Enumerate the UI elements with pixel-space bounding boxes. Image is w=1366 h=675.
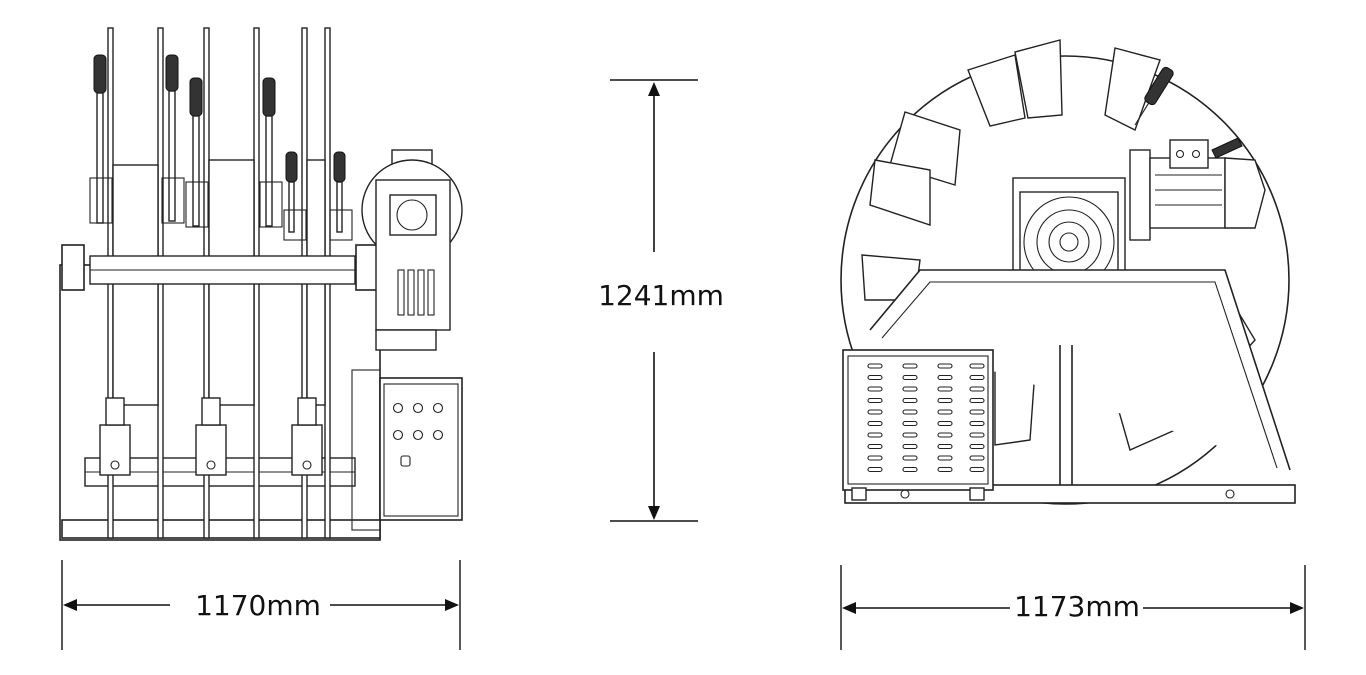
reel-handles <box>93 54 346 233</box>
louver-slot <box>969 363 985 369</box>
louver-slot <box>937 397 953 404</box>
louver-slot <box>867 420 883 427</box>
left-width-dimension: 1170mm <box>61 560 461 650</box>
right-width-dimension: 1173mm <box>840 565 1306 650</box>
louver-slot <box>867 363 883 369</box>
louver-slot <box>937 374 953 381</box>
height-dimension: 1241mm <box>598 79 724 522</box>
louver-slot <box>867 409 883 415</box>
louver-slot <box>867 466 883 473</box>
louver-slot <box>867 374 883 381</box>
reel-handle <box>1134 66 1174 126</box>
louver-slot <box>937 409 953 415</box>
louver-slot <box>902 443 918 450</box>
guide-clamps <box>99 397 323 476</box>
louver-slot <box>902 363 918 369</box>
louver-slot <box>867 397 883 404</box>
louver-slot <box>937 386 953 392</box>
louver-slot <box>902 409 918 415</box>
louver-slot <box>902 455 918 461</box>
louver-slot <box>937 466 953 473</box>
front-view-machine <box>59 27 463 541</box>
louver-slot <box>969 420 985 427</box>
louver-slot <box>902 420 918 427</box>
louver-slot <box>937 420 953 427</box>
louver-slot <box>902 386 918 392</box>
louver-slot <box>969 386 985 392</box>
side-motor <box>1129 137 1266 241</box>
louver-slot <box>937 443 953 450</box>
side-view-reel <box>840 39 1296 505</box>
louver-slot <box>969 374 985 381</box>
louver-slot <box>969 432 985 438</box>
louver-slot <box>902 374 918 381</box>
right-width-label: 1173mm <box>1014 590 1140 623</box>
disc-windows <box>861 39 1256 451</box>
louver-slot <box>902 397 918 404</box>
height-label: 1241mm <box>598 279 724 312</box>
louver-slot <box>969 409 985 415</box>
control-box <box>351 369 463 531</box>
gear-motor <box>361 149 463 351</box>
louver-slot <box>969 443 985 450</box>
louver-slot <box>902 432 918 438</box>
louver-slot <box>969 466 985 473</box>
louver-slot <box>867 455 883 461</box>
louver-slot <box>867 432 883 438</box>
louver-slot <box>937 455 953 461</box>
louver-slot <box>937 432 953 438</box>
louver-slot <box>969 397 985 404</box>
louver-slot <box>969 455 985 461</box>
louvered-cabinet <box>842 349 994 501</box>
left-width-label: 1170mm <box>195 589 321 622</box>
louver-slot <box>867 386 883 392</box>
louver-slot <box>902 466 918 473</box>
spring-collars <box>89 177 353 241</box>
louver-slot <box>867 443 883 450</box>
louver-slot <box>937 363 953 369</box>
